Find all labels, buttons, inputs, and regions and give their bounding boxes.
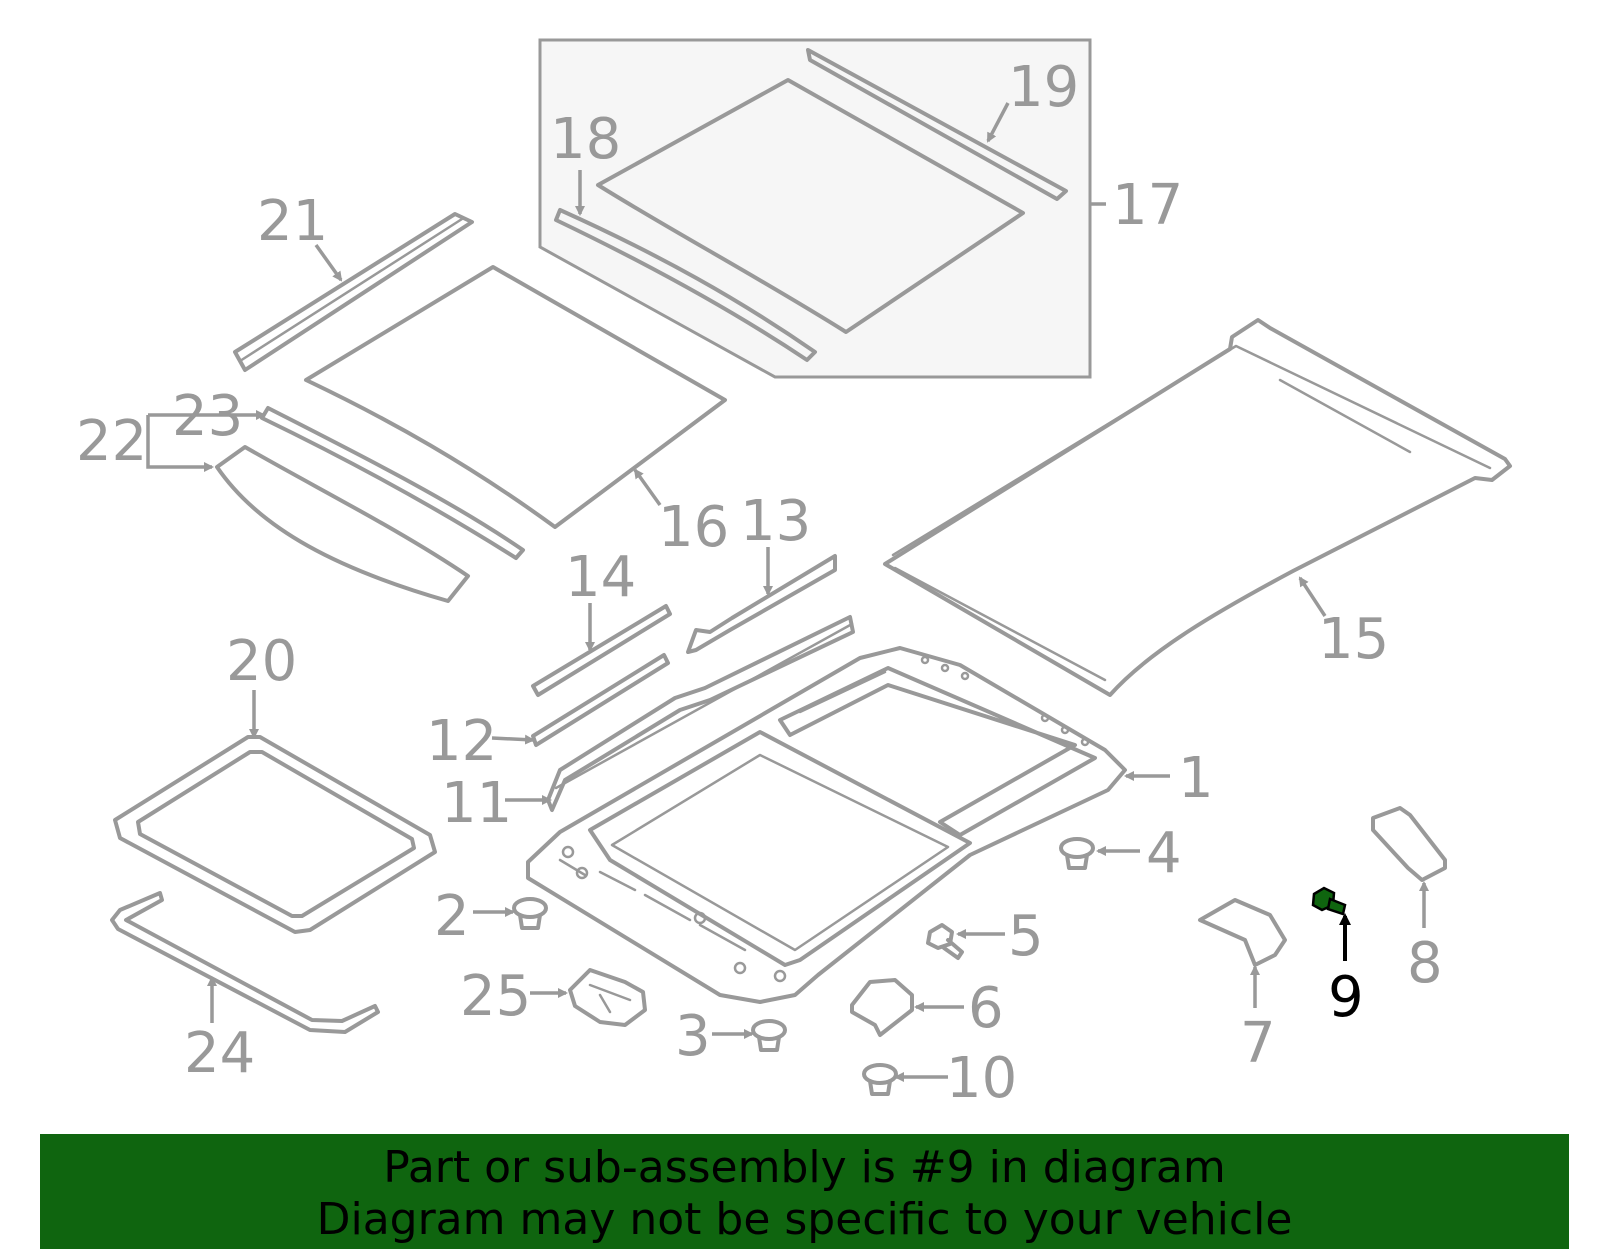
- bracket-22: [146, 415, 214, 472]
- seal-18-shape: [554, 208, 817, 362]
- callout-12: 12: [426, 709, 497, 774]
- part-14-strip: [531, 604, 672, 697]
- callout-5: 5: [1008, 904, 1044, 969]
- callout-24: 24: [184, 1021, 255, 1086]
- callout-8: 8: [1407, 931, 1443, 996]
- part-7-bracket: [1198, 898, 1287, 967]
- banner-line-disclaimer: Diagram may not be specific to your vehi…: [316, 1194, 1293, 1245]
- seal-19-shape: [806, 48, 1068, 201]
- part-2-clip: [512, 897, 548, 930]
- callout-20: 20: [226, 629, 297, 694]
- callout-19: 19: [1008, 55, 1079, 120]
- callout-4: 4: [1146, 821, 1182, 886]
- part-5-bolt: [926, 923, 964, 960]
- part-3-clip: [751, 1019, 787, 1052]
- callout-18: 18: [550, 107, 621, 172]
- callout-23: 23: [172, 384, 243, 449]
- callout-21: 21: [257, 189, 328, 254]
- banner-line-part: Part or sub-assembly is #9 in diagram: [383, 1142, 1226, 1193]
- part-16-glass: [304, 265, 727, 529]
- part-10-clip: [862, 1063, 898, 1096]
- callout-16: 16: [658, 495, 729, 560]
- callout-2: 2: [434, 884, 470, 949]
- part-12-strip: [531, 653, 670, 747]
- part-9-bolt-highlighted[interactable]: [1311, 886, 1347, 916]
- callout-17: 17: [1112, 173, 1183, 238]
- parts-diagram: 1 2 3 4 5 6 7 8 9 10 11 12 13 14 15 16 1…: [76, 38, 1512, 1111]
- callout-arrows: [207, 102, 1429, 1082]
- part-11-rail: [546, 615, 855, 812]
- part-22-deflector: [215, 445, 470, 603]
- callout-22: 22: [76, 409, 147, 474]
- callout-15: 15: [1318, 607, 1389, 672]
- callout-numbers: 1 2 3 4 5 6 7 8 9 10 11 12 13 14 15 16 1…: [76, 55, 1443, 1111]
- part-23-seal: [260, 406, 525, 560]
- callout-7: 7: [1240, 1011, 1276, 1076]
- part-24-seal: [110, 891, 380, 1034]
- info-banner: Part or sub-assembly is #9 in diagram Di…: [40, 1134, 1569, 1249]
- part-13-bracket: [686, 554, 837, 654]
- part-15-sunshade: [883, 318, 1512, 697]
- part-8-bracket: [1371, 806, 1447, 882]
- inset-box-17: [538, 38, 1106, 379]
- part-1-roof-frame: [526, 646, 1127, 1004]
- part-21-strip: [233, 212, 474, 372]
- part-4-clip: [1059, 837, 1095, 870]
- glass-panel-outline: [596, 78, 1025, 334]
- part-6-bracket: [850, 978, 914, 1037]
- callout-13: 13: [740, 489, 811, 554]
- callout-1: 1: [1178, 746, 1214, 811]
- callout-25: 25: [460, 964, 531, 1029]
- callout-14: 14: [565, 545, 636, 610]
- callout-9: 9: [1328, 965, 1364, 1030]
- callout-10: 10: [946, 1046, 1017, 1111]
- part-25-motor: [568, 968, 647, 1027]
- callout-11: 11: [441, 771, 512, 836]
- callout-3: 3: [675, 1004, 711, 1069]
- part-20-frame: [113, 735, 437, 934]
- callout-6: 6: [968, 976, 1004, 1041]
